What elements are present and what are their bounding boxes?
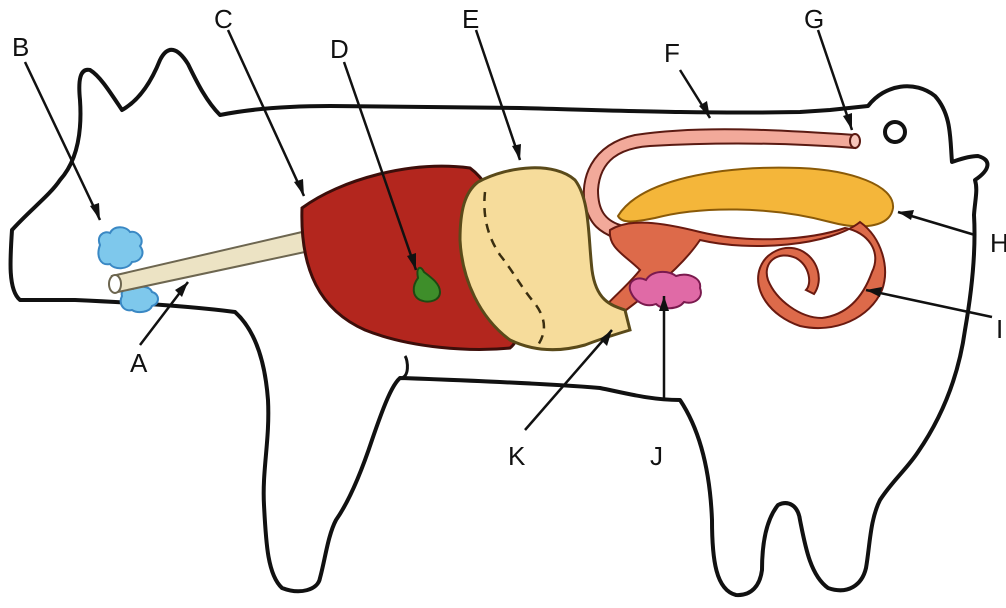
pointer-I [866,290,992,317]
label-G: G [804,4,824,34]
cecum [618,168,893,227]
label-A: A [130,348,148,378]
eye [885,122,905,142]
arrowhead-B [90,203,100,220]
arrowhead-E [512,144,521,160]
label-C: C [214,4,233,34]
label-F: F [664,38,680,68]
label-B: B [12,32,29,62]
label-K: K [508,441,526,471]
label-H: H [990,228,1006,258]
pointer-E [476,30,520,160]
label-I: I [996,314,1003,344]
pointer-B [25,62,100,220]
label-D: D [330,34,349,64]
belly-line [400,356,407,378]
salivary-gland-upper [98,227,142,268]
arrowhead-C [294,179,304,196]
small-intestine [590,222,885,332]
anus-opening [850,134,860,148]
arrowhead-G [843,113,852,130]
label-J: J [650,441,663,471]
label-E: E [462,4,479,34]
esophagus-opening [109,275,121,293]
